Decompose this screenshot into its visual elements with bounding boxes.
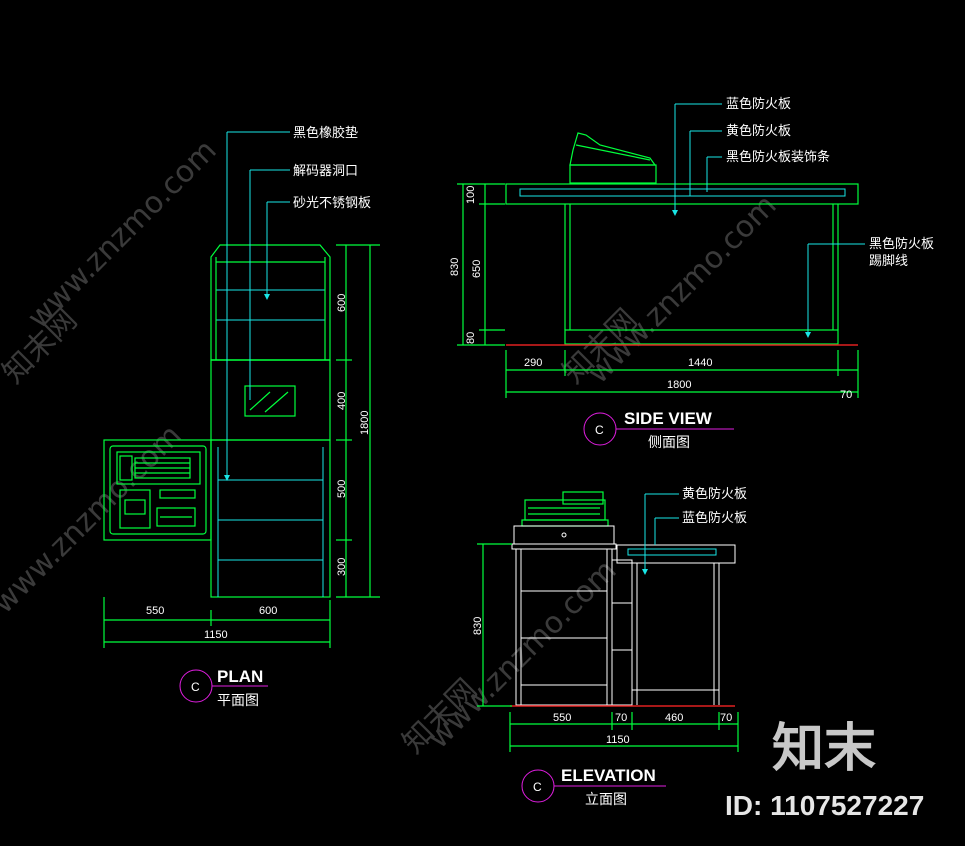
watermark-url-1: www.znzmo.com — [21, 133, 224, 336]
side-kick-plate — [564, 329, 839, 345]
side-dim-100: 100 — [465, 186, 477, 204]
elev-dim-70a: 70 — [615, 712, 627, 724]
side-label-blue-board: 蓝色防火板 — [726, 96, 791, 112]
side-label-yellow-board: 黄色防火板 — [726, 123, 791, 139]
elev-equipment — [524, 499, 606, 521]
side-dim-830: 830 — [449, 258, 461, 276]
side-dim-290: 290 — [524, 357, 542, 369]
plan-lower-body — [210, 439, 331, 598]
elev-label-yellow-board: 黄色防火板 — [682, 486, 747, 502]
elevation-title: ELEVATION — [561, 766, 656, 785]
plan-dim-600h: 600 — [259, 605, 277, 617]
plan-middle-body — [210, 359, 331, 441]
side-label-kick-line: 踢脚线 — [869, 253, 908, 269]
side-view-drawing — [457, 103, 865, 398]
plan-dim-400: 400 — [336, 392, 348, 410]
elev-label-blue-board: 蓝色防火板 — [682, 510, 747, 526]
elevation-title-block: C ELEVATION 立面图 — [521, 766, 666, 808]
elev-dim-70b: 70 — [720, 712, 732, 724]
brand-logo: 知末 — [772, 719, 876, 779]
plan-label-decoder-opening: 解码器洞口 — [293, 164, 358, 179]
watermark-url-4: www.znzmo.com — [0, 418, 189, 621]
side-dim-1800: 1800 — [667, 379, 691, 391]
side-view-subtitle: 侧面图 — [648, 435, 690, 451]
side-dim-70: 70 — [840, 389, 852, 401]
plan-drawing — [103, 131, 380, 648]
id-label: ID: 1107527227 — [725, 790, 924, 821]
plan-dim-600: 600 — [336, 294, 348, 312]
elevation-subtitle: 立面图 — [585, 792, 627, 808]
plan-dim-1800: 1800 — [359, 411, 371, 435]
side-view-title: SIDE VIEW — [624, 409, 713, 428]
plan-title-block: C PLAN 平面图 — [179, 667, 268, 709]
side-dim-80: 80 — [465, 332, 477, 344]
plan-dim-1150: 1150 — [204, 629, 228, 641]
plan-label-rubber-pad: 黑色橡胶垫 — [293, 125, 358, 141]
plan-dim-300: 300 — [336, 558, 348, 576]
elevation-tag: C — [533, 780, 542, 794]
side-countertop — [505, 183, 859, 205]
side-view-title-block: C SIDE VIEW 侧面图 — [583, 409, 734, 451]
elev-dim-830: 830 — [472, 617, 484, 635]
elev-dim-1150: 1150 — [606, 734, 630, 746]
side-label-black-trim: 黑色防火板装饰条 — [726, 149, 830, 165]
plan-dim-500: 500 — [336, 480, 348, 498]
elev-dim-460: 460 — [665, 712, 683, 724]
plan-subtitle: 平面图 — [217, 693, 259, 709]
elev-right-table — [616, 544, 736, 564]
plan-tag: C — [191, 680, 200, 694]
side-label-black-board: 黑色防火板 — [869, 236, 934, 252]
elev-countertop — [513, 525, 615, 545]
side-dim-650: 650 — [471, 260, 483, 278]
side-equipment — [569, 132, 657, 166]
plan-console-unit — [103, 439, 212, 541]
plan-dim-550: 550 — [146, 605, 164, 617]
elevation-drawing — [477, 491, 739, 752]
side-dim-1440: 1440 — [688, 357, 712, 369]
watermark-url-2: www.znzmo.com — [581, 188, 784, 391]
side-view-tag: C — [595, 423, 604, 437]
decoder-opening — [244, 385, 296, 417]
plan-title: PLAN — [217, 667, 263, 686]
plan-label-steel-plate: 砂光不锈钢板 — [293, 196, 371, 211]
elev-dim-550: 550 — [553, 712, 571, 724]
